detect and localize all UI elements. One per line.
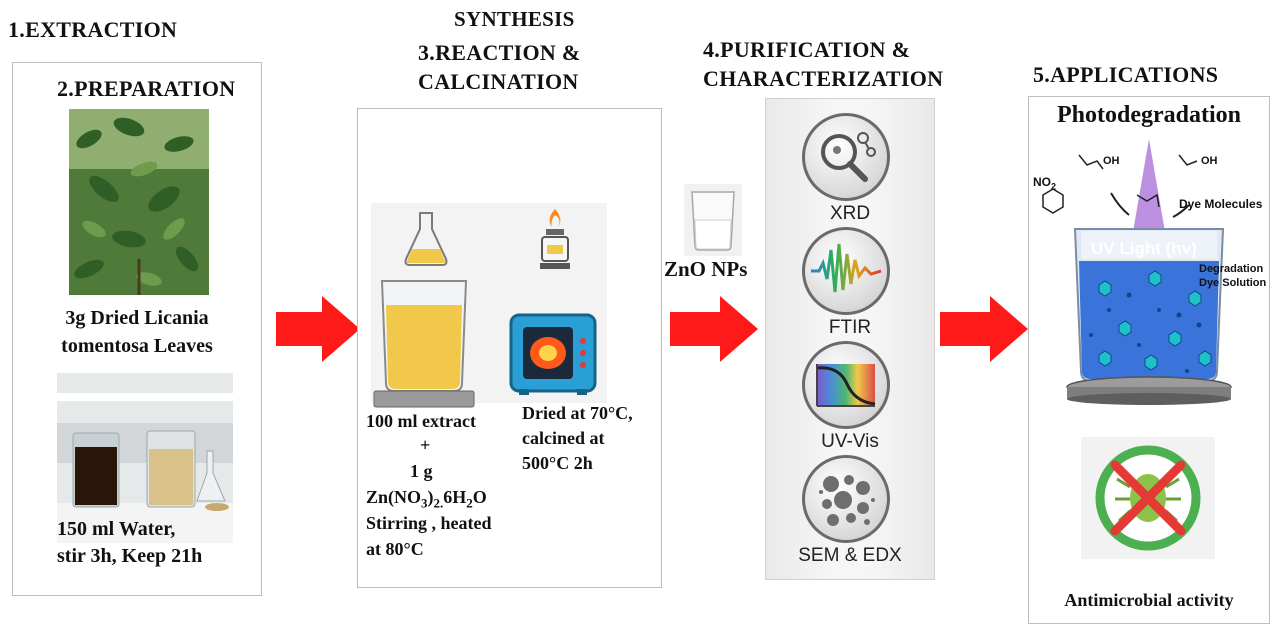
- step-1-header: 1.EXTRACTION: [8, 17, 178, 42]
- antimicrobial-label: Antimicrobial activity: [1064, 590, 1234, 610]
- sem-edx-label: SEM & EDX: [798, 545, 902, 566]
- xrd-icon: [802, 113, 890, 201]
- water-caption-line2: stir 3h, Keep 21h: [57, 545, 203, 567]
- characterization-panel: XRD FTIR: [765, 98, 935, 580]
- step-3-header-line1: 3.REACTION &: [418, 40, 581, 65]
- photodegradation-title: Photodegradation: [1056, 102, 1241, 128]
- zno-beaker-icon: [684, 184, 742, 256]
- calcination-text-line1: Dried at 70°C,: [522, 403, 633, 423]
- step-4-header-line2: CHARACTERIZATION: [703, 66, 944, 91]
- antimicrobial-icon: [1081, 437, 1215, 559]
- extraction-panel: 2.PREPARATION 3g Dri: [12, 62, 262, 596]
- arrow-reaction-to-characterization: [670, 296, 758, 362]
- leaves-caption-line2: tomentosa Leaves: [61, 335, 213, 357]
- uv-light-label: UV Light (hv): [1091, 239, 1197, 258]
- step-2-header: 2.PREPARATION: [57, 76, 236, 101]
- degradation-label-line2: Dye Solution: [1199, 277, 1267, 289]
- step-4-header-line1: 4.PURIFICATION &: [703, 37, 911, 62]
- hydroxyl-label-right: OH: [1201, 155, 1218, 167]
- calcination-text-line3: 500°C 2h: [522, 453, 593, 473]
- reaction-text-formula: Zn(NO3)2.6H2O: [366, 487, 487, 511]
- leaves-caption-line1: 3g Dried Licania: [65, 307, 209, 329]
- licania-leaves-photo: [69, 109, 209, 295]
- uv-vis-icon: [802, 341, 890, 429]
- reaction-panel: 100 ml extract + 1 g Zn(NO3)2.6H2O Stirr…: [357, 108, 662, 588]
- reaction-text-stirring: Stirring , heated: [366, 513, 492, 533]
- uv-vis-label: UV-Vis: [821, 431, 879, 452]
- flask-icon: [404, 212, 448, 266]
- synthesis-header: SYNTHESIS: [454, 7, 575, 31]
- reaction-text-temperature: at 80°C: [366, 539, 424, 559]
- extract-beakers-photo: [57, 373, 233, 543]
- photodegradation-illustration: [1042, 139, 1232, 405]
- nitro-group-label: NO2: [1033, 175, 1057, 192]
- burner-icon: [540, 209, 570, 269]
- step-5-header: 5.APPLICATIONS: [1033, 62, 1219, 87]
- reaction-text-amount: 1 g: [410, 461, 433, 481]
- zno-nps-label: ZnO NPs: [664, 257, 748, 281]
- reaction-text-extract: 100 ml extract: [366, 411, 476, 431]
- ftir-icon: [802, 227, 890, 315]
- muffle-furnace-icon: [509, 313, 597, 395]
- water-caption-line1: 150 ml Water,: [57, 518, 176, 540]
- arrow-extraction-to-reaction: [276, 296, 360, 362]
- arrow-characterization-to-applications: [940, 296, 1028, 362]
- step-3-header-line2: CALCINATION: [418, 69, 579, 94]
- beaker-on-stirrer-icon: [373, 280, 475, 408]
- ftir-label: FTIR: [828, 317, 872, 338]
- calcination-text-line2: calcined at: [522, 428, 605, 448]
- xrd-label: XRD: [829, 203, 871, 224]
- degradation-label-line1: Degradation: [1199, 263, 1264, 275]
- dye-molecules-label: Dye Molecules: [1179, 197, 1263, 211]
- hydroxyl-label-left: OH: [1103, 155, 1120, 167]
- applications-panel: Photodegradation: [1028, 96, 1270, 624]
- sem-edx-icon: [802, 455, 890, 543]
- reaction-text-plus: +: [420, 435, 431, 455]
